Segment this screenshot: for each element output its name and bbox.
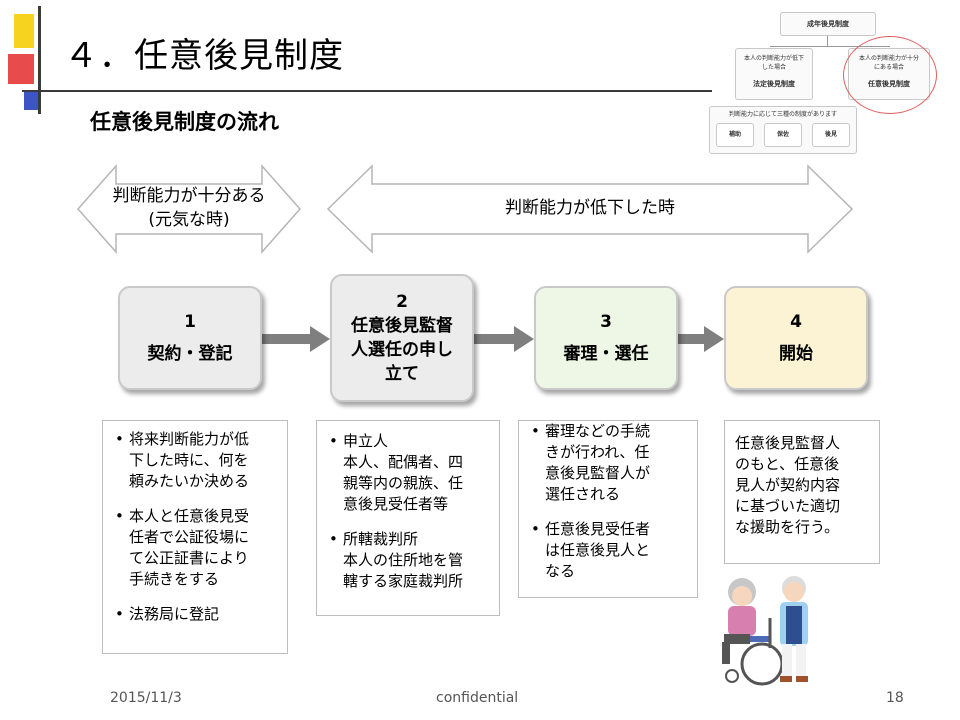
text-line: なる (545, 562, 576, 580)
step-2-number: 2 (396, 292, 408, 312)
step-1-bullet-2: 本人と任意後見受 任者で公証役場に て公正証書により 手続きをする (107, 506, 283, 590)
step-3-number: 3 (600, 312, 612, 332)
left-arrow-label: 判断能力が十分ある (元気な時) (76, 184, 302, 232)
footer-date: 2015/11/3 (110, 690, 182, 706)
step-1-label: 契約・登記 (147, 344, 233, 364)
flow-arrow-1-2 (262, 326, 330, 352)
right-arrow-label: 判断能力が低下した時 (505, 198, 675, 218)
step-2-box: 2 任意後見監督 人選任の申し 立て (330, 274, 474, 402)
text-line: 本人、配偶者、四 (343, 453, 464, 471)
mini-top-box: 成年後見制度 (780, 12, 876, 36)
step-2-bullet-1: 申立人 本人、配偶者、四 親等内の親族、任 意後見受任者等 (321, 431, 495, 515)
step-3-description: 審理などの手続 きが行われ、任 意後見監督人が 選任される 任意後見受任者 は任… (518, 420, 698, 598)
mini-left-note-2: した場合 (761, 64, 786, 71)
text-line: 審理などの手続 (545, 422, 651, 440)
step-2-bullet-2: 所轄裁判所 本人の住所地を管 轄する家庭裁判所 (321, 529, 495, 592)
right-double-arrow (326, 164, 854, 254)
mini-item-hojo: 補助 (716, 123, 754, 147)
text-line: 申立人 (343, 432, 389, 450)
text-line: 意後見受任者等 (343, 495, 449, 513)
step-4-box: 4 開始 (724, 286, 868, 390)
flow-arrow-2-3 (474, 326, 534, 352)
step-3-box: 3 審理・選任 (534, 286, 678, 390)
step-1-description: 将来判断能力が低 下した時に、何を 頼みたいか決める 本人と任意後見受 任者で公… (102, 420, 288, 654)
footer-confidential: confidential (436, 690, 519, 706)
text-line: 所轄裁判所 (343, 530, 419, 548)
left-arrow-line-1: 判断能力が十分ある (112, 186, 266, 206)
mini-bottom-note: 判断能力に応じて三種の制度があります (728, 111, 837, 118)
step-1-bullet-3: 法務局に登記 (107, 604, 283, 625)
mini-item-hosa: 保佐 (764, 123, 802, 147)
page-title: ４．任意後見制度 (64, 36, 344, 76)
text-line: 轄する家庭裁判所 (343, 572, 464, 590)
step-2-label-line-3: 立て (385, 364, 419, 384)
text-line: て公正証書により (129, 549, 249, 567)
footer-page-number: 18 (886, 690, 904, 706)
flow-arrow-3-4 (678, 326, 724, 352)
mini-connector-h (770, 46, 890, 47)
text-line: 意後見監督人が (545, 464, 651, 482)
corner-square-red (8, 54, 34, 84)
mini-diagram: 成年後見制度 本人の判断能力が低下 した場合 法定後見制度 本人の判断能力が十分… (705, 8, 950, 158)
mini-left-note-1: 本人の判断能力が低下 (743, 55, 804, 62)
text-line: 頼みたいか決める (129, 472, 250, 490)
step-4-number: 4 (790, 312, 802, 332)
step-2-label-line-1: 任意後見監督 (351, 316, 453, 336)
text-line: 手続きをする (129, 570, 220, 588)
text-line: は任意後見人と (545, 541, 651, 559)
mini-bottom-box: 判断能力に応じて三種の制度があります 補助 保佐 後見 (709, 106, 857, 154)
text-line: な援助を行う。 (735, 518, 840, 536)
section-subtitle: 任意後見制度の流れ (90, 110, 279, 134)
text-line: のもと、任意後 (735, 455, 840, 473)
text-line: 任意後見受任者 (545, 520, 651, 538)
text-line: 見人が契約内容 (735, 476, 841, 494)
mini-highlight-circle (843, 36, 937, 114)
step-2-label-line-2: 人選任の申し (351, 340, 453, 360)
step-4-description: 任意後見監督人 のもと、任意後 見人が契約内容 に基づいた適切 な援助を行う。 (724, 420, 880, 564)
text-line: 任者で公証役場に (129, 528, 250, 546)
title-horizontal-rule (22, 90, 712, 92)
text-line: 本人の住所地を管 (343, 551, 464, 569)
text-line: 法務局に登記 (129, 605, 220, 623)
step-1-box: 1 契約・登記 (118, 286, 262, 390)
corner-square-blue (24, 92, 38, 110)
text-line: に基づいた適切 (735, 497, 841, 515)
mini-left-title: 法定後見制度 (753, 80, 795, 88)
title-vertical-rule (38, 6, 41, 114)
text-line: 任意後見監督人 (735, 434, 841, 452)
mini-item-kouken: 後見 (812, 123, 850, 147)
left-arrow-line-2: (元気な時) (148, 210, 230, 230)
text-line: 下した時に、何を (129, 451, 249, 469)
step-1-number: 1 (184, 312, 196, 332)
left-double-arrow (76, 164, 302, 254)
text-line: きが行われ、任 (545, 443, 650, 461)
step-2-description: 申立人 本人、配偶者、四 親等内の親族、任 意後見受任者等 所轄裁判所 本人の住… (316, 420, 500, 616)
step-1-bullet-1: 将来判断能力が低 下した時に、何を 頼みたいか決める (107, 429, 283, 492)
step-3-label: 審理・選任 (563, 344, 649, 364)
text-line: 選任される (545, 485, 621, 503)
step-3-bullet-1: 審理などの手続 きが行われ、任 意後見監督人が 選任される (523, 421, 693, 505)
text-line: 本人と任意後見受 (129, 507, 250, 525)
step-3-bullet-2: 任意後見受任者 は任意後見人と なる (523, 519, 693, 582)
step-4-label: 開始 (779, 344, 813, 364)
mini-connector (827, 36, 828, 46)
corner-square-yellow (14, 14, 34, 48)
text-line: 親等内の親族、任 (343, 474, 464, 492)
elderly-couple-illustration (722, 576, 808, 686)
mini-left-box: 本人の判断能力が低下 した場合 法定後見制度 (735, 48, 813, 100)
text-line: 将来判断能力が低 (129, 430, 250, 448)
